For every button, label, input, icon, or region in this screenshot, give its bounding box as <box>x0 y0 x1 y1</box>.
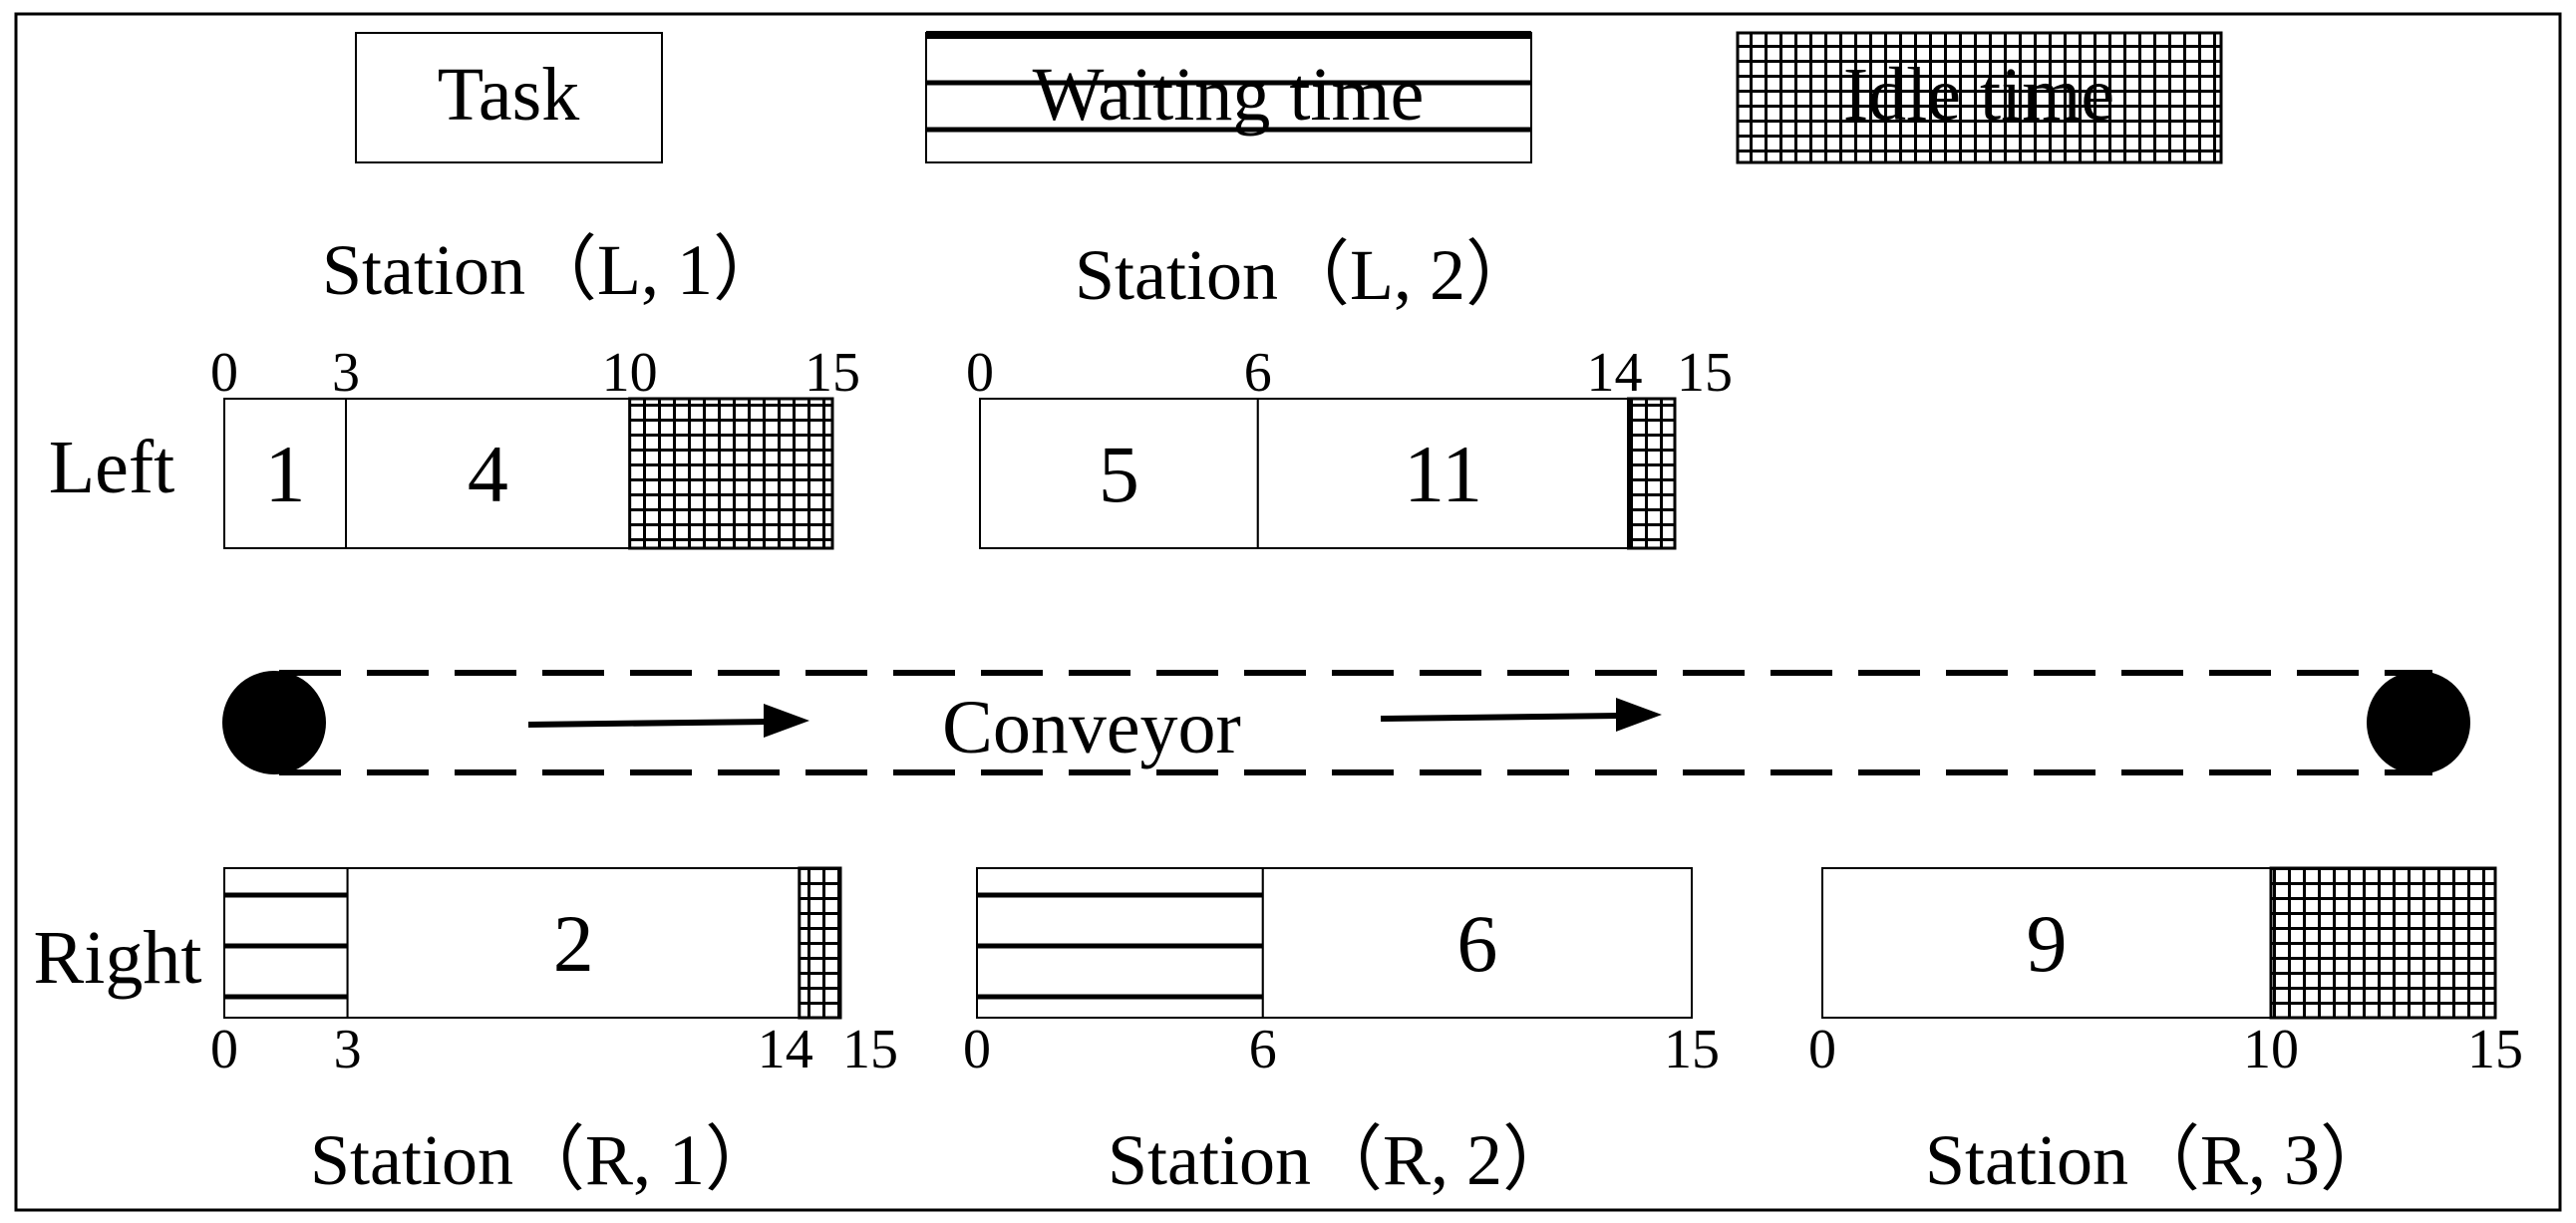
station-title: Station（R, 3） <box>1925 1120 2392 1200</box>
legend-waiting-swatch <box>925 32 1532 163</box>
tick-label: 15 <box>805 342 860 404</box>
legend-task-swatch <box>355 32 663 163</box>
idle-segment <box>628 397 834 550</box>
task-label: 6 <box>1456 898 1497 989</box>
tick-label: 0 <box>966 342 994 404</box>
station-title: Station（L, 2） <box>1075 235 1537 315</box>
idle-segment <box>798 866 842 1020</box>
legend-task-label: Task <box>438 53 579 137</box>
tick-label: 6 <box>1249 1019 1277 1080</box>
conveyor-roller-left <box>222 671 326 774</box>
task-label: 4 <box>468 429 508 519</box>
idle-segment <box>2269 866 2497 1020</box>
left-side-label: Left <box>49 426 175 509</box>
task-segment: 1 <box>223 398 347 549</box>
station-title: Station（R, 1） <box>310 1120 777 1200</box>
tick-label: 0 <box>963 1019 991 1080</box>
outer-frame <box>14 12 2562 1212</box>
station-r1: Station（R, 1） 2 0 3 14 15 <box>210 866 898 1200</box>
legend-task: Task <box>355 32 663 163</box>
waiting-segment <box>223 867 349 1019</box>
idle-segment <box>1627 397 1677 550</box>
station-l1: Station（L, 1） 1 4 0 3 10 15 <box>210 230 860 550</box>
conveyor: Conveyor <box>222 670 2470 775</box>
station-title: Station（R, 2） <box>1108 1120 1574 1200</box>
legend-idle-swatch <box>1736 31 2223 164</box>
tick-label: 15 <box>842 1019 898 1080</box>
conveyor-roller-right <box>2367 671 2470 774</box>
tick-label: 3 <box>334 1019 362 1080</box>
task-segment: 5 <box>979 398 1259 549</box>
station-r3: Station（R, 3） 9 0 10 15 <box>1808 866 2523 1200</box>
tick-label: 10 <box>602 342 658 404</box>
task-label: 2 <box>553 898 594 989</box>
task-segment: 11 <box>1256 398 1630 549</box>
task-label: 1 <box>265 429 306 519</box>
legend-idle-label: Idle time <box>1843 53 2114 137</box>
tick-label: 15 <box>2467 1019 2523 1080</box>
right-side-label: Right <box>34 916 202 1000</box>
task-segment: 4 <box>345 398 631 549</box>
station-l2: Station（L, 2） 5 11 0 6 14 15 <box>966 235 1733 550</box>
waiting-segment <box>976 867 1264 1019</box>
tick-label: 10 <box>2243 1019 2299 1080</box>
tick-label: 14 <box>1587 342 1643 404</box>
task-label: 11 <box>1404 429 1482 519</box>
tick-label: 14 <box>758 1019 813 1080</box>
task-segment: 9 <box>1821 867 2272 1019</box>
conveyor-arrow-1 <box>527 704 809 738</box>
conveyor-label: Conveyor <box>942 686 1241 769</box>
tick-label: 3 <box>332 342 360 404</box>
legend-idle: Idle time <box>1736 31 2223 164</box>
tick-label: 0 <box>1808 1019 1836 1080</box>
tick-label: 15 <box>1677 342 1733 404</box>
task-label: 9 <box>2027 898 2068 989</box>
task-label: 5 <box>1099 429 1139 519</box>
conveyor-arrow-2 <box>1380 698 1662 732</box>
legend-waiting-label: Waiting time <box>1033 53 1425 137</box>
legend-waiting: Waiting time <box>925 31 1532 163</box>
station-title: Station（L, 1） <box>322 230 785 310</box>
station-r2: Station（R, 2） 6 0 6 15 <box>963 867 1720 1200</box>
tick-label: 0 <box>210 342 238 404</box>
tick-label: 0 <box>210 1019 238 1080</box>
tick-label: 6 <box>1244 342 1272 404</box>
task-segment: 6 <box>1261 867 1694 1019</box>
tick-label: 15 <box>1664 1019 1720 1080</box>
task-segment: 2 <box>346 867 801 1019</box>
